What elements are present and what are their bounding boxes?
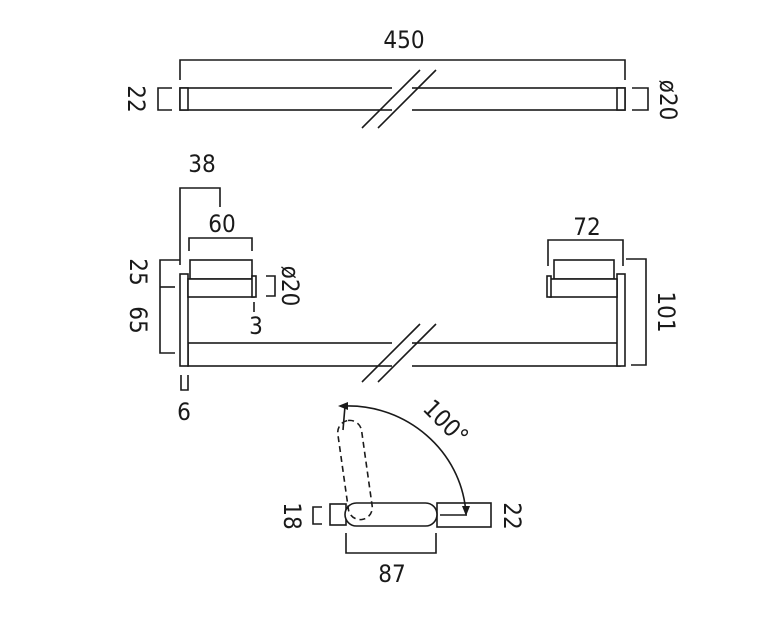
dimension-label-bracket-width-right: 72	[573, 213, 600, 241]
arrowhead-icon	[462, 506, 470, 516]
dimension-label-top-offset: 25	[124, 258, 152, 285]
rotation-view: 100° 18 22 87	[278, 394, 526, 588]
arm-closed	[344, 502, 438, 527]
dimension-total-height	[626, 258, 647, 366]
dimension-label-arm-length: 87	[378, 560, 405, 588]
dimension-label-total-height: 101	[652, 291, 680, 332]
side-view: 38 60 25 65 ø20 3 6 72 101	[124, 150, 680, 426]
dimension-label-projection: 38	[188, 150, 215, 178]
bracket-block-right	[553, 259, 615, 280]
dimension-label-bar-offset: 65	[124, 306, 152, 333]
dimension-diameter	[632, 87, 649, 111]
top-view: 450 22 ø20	[122, 26, 682, 129]
bracket-arm-left	[187, 278, 255, 298]
break-line	[361, 323, 421, 383]
dimension-height	[157, 87, 172, 111]
dimension-label-bracket-width-left: 60	[208, 210, 235, 238]
dimension-label-height: 22	[122, 85, 150, 112]
dimension-label-plate-thickness: 6	[177, 398, 191, 426]
dimension-label-arm-diameter: ø20	[276, 266, 304, 307]
break-line	[361, 69, 421, 129]
end-cap-left	[179, 87, 189, 111]
dimension-arm-length	[345, 533, 437, 554]
arc-leader	[342, 405, 346, 431]
bracket-arm-right	[549, 278, 618, 298]
end-cap-right	[616, 87, 626, 111]
dimension-plate-thickness	[180, 375, 189, 391]
wall-plate-right	[616, 273, 626, 367]
dimension-label-length: 450	[383, 26, 424, 54]
wall-plate-left	[179, 273, 189, 367]
dimension-arm-height	[312, 506, 322, 525]
bracket-cap-left	[251, 275, 257, 298]
bracket-cap-right	[546, 275, 552, 298]
dimension-label-plate-height: 22	[498, 502, 526, 529]
dimension-label-arm-height: 18	[278, 502, 306, 529]
dimension-bracket-width-left	[188, 237, 253, 251]
break-line	[377, 323, 437, 383]
break-line	[377, 69, 437, 129]
mount-block-left	[329, 503, 347, 526]
arrowhead-icon	[338, 402, 348, 410]
dimension-label-gap: 3	[249, 312, 263, 340]
bracket-block-left	[189, 259, 253, 280]
dimension-label-angle: 100°	[417, 394, 474, 451]
dimension-projection	[179, 187, 221, 265]
dimension-length	[179, 59, 626, 80]
arm-open-dashed	[336, 419, 374, 521]
dimension-arm-diameter	[266, 275, 276, 297]
dimension-heights	[159, 259, 180, 354]
dimension-bracket-width-right	[547, 239, 624, 266]
break-gap	[392, 86, 412, 112]
dimension-label-diameter: ø20	[654, 80, 682, 121]
rotation-arc	[344, 405, 467, 515]
